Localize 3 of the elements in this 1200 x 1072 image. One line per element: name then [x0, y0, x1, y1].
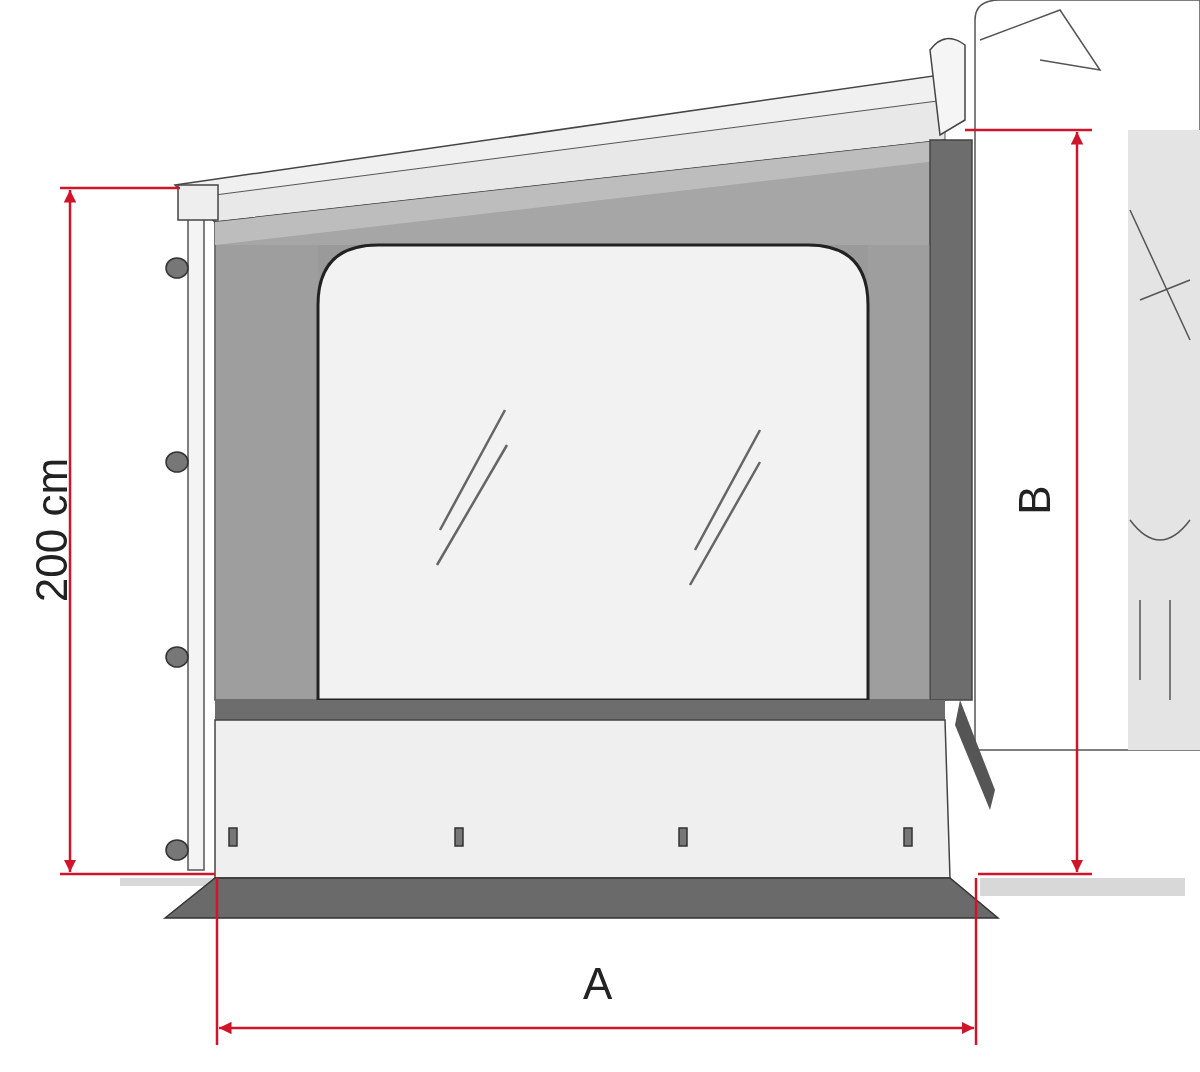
dimension-label: 200 cm — [30, 457, 75, 603]
dimension-label: A — [583, 962, 613, 1006]
dimension-label: B — [1012, 485, 1057, 515]
